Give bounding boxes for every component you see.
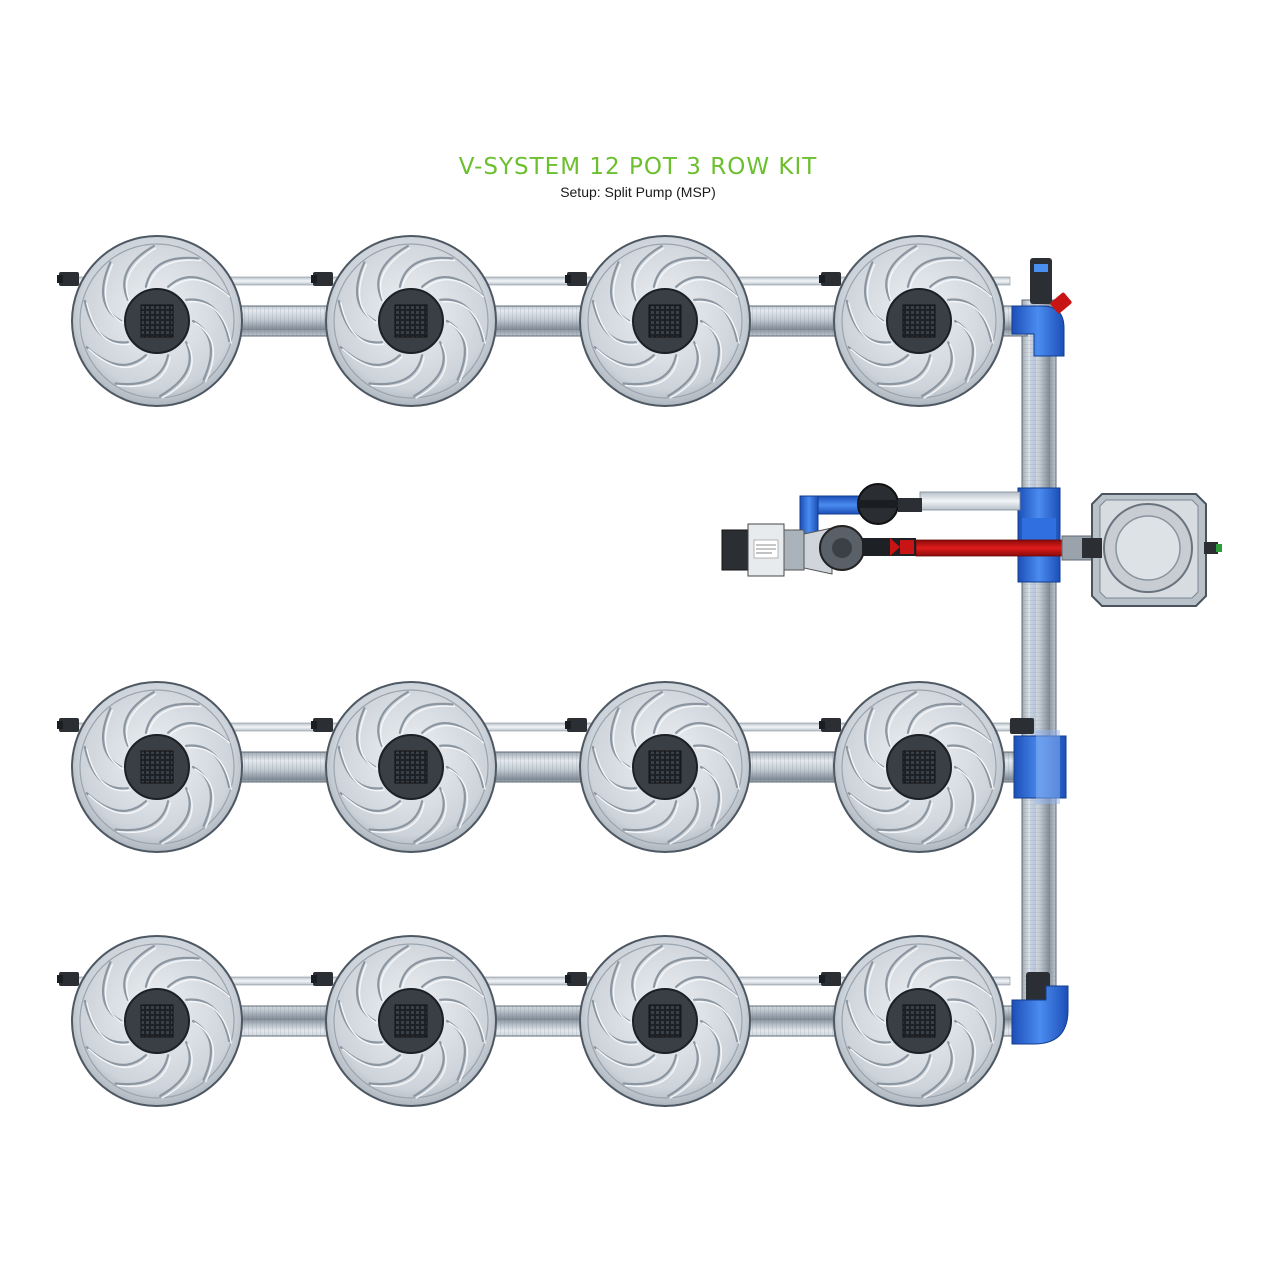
- pot-row: [57, 935, 1028, 1107]
- pot-row: [57, 681, 1028, 853]
- filter-housing-icon: [799, 483, 922, 559]
- pot-icon: [57, 935, 243, 1107]
- pot-icon: [819, 681, 1005, 853]
- return-line: [919, 491, 1021, 511]
- plumbing-assembly: [721, 258, 1222, 1045]
- feed-line-red: [915, 535, 1093, 561]
- main-return-pipe: [1021, 299, 1057, 1001]
- pot-icon: [565, 235, 751, 407]
- pot-icon: [565, 681, 751, 853]
- pump-icon: [721, 523, 916, 577]
- pot-icon: [311, 235, 497, 407]
- page-subtitle: Setup: Split Pump (MSP): [560, 184, 716, 200]
- bottom-elbow-fitting: [1011, 972, 1069, 1045]
- pot-icon: [819, 235, 1005, 407]
- pot-row: [57, 235, 1028, 407]
- pot-icon: [57, 235, 243, 407]
- top-elbow-fitting: [1011, 258, 1072, 357]
- pot-icon: [565, 935, 751, 1107]
- page-title: V-SYSTEM 12 POT 3 ROW KIT: [458, 154, 818, 180]
- pot-icon: [311, 935, 497, 1107]
- pot-icon: [57, 681, 243, 853]
- reservoir-tank-icon: [1082, 493, 1222, 607]
- pot-icon: [311, 681, 497, 853]
- pot-icon: [819, 935, 1005, 1107]
- mid-tee-fitting: [1010, 718, 1067, 804]
- manifold-tee: [1017, 487, 1061, 583]
- pot-rows: [57, 235, 1028, 1107]
